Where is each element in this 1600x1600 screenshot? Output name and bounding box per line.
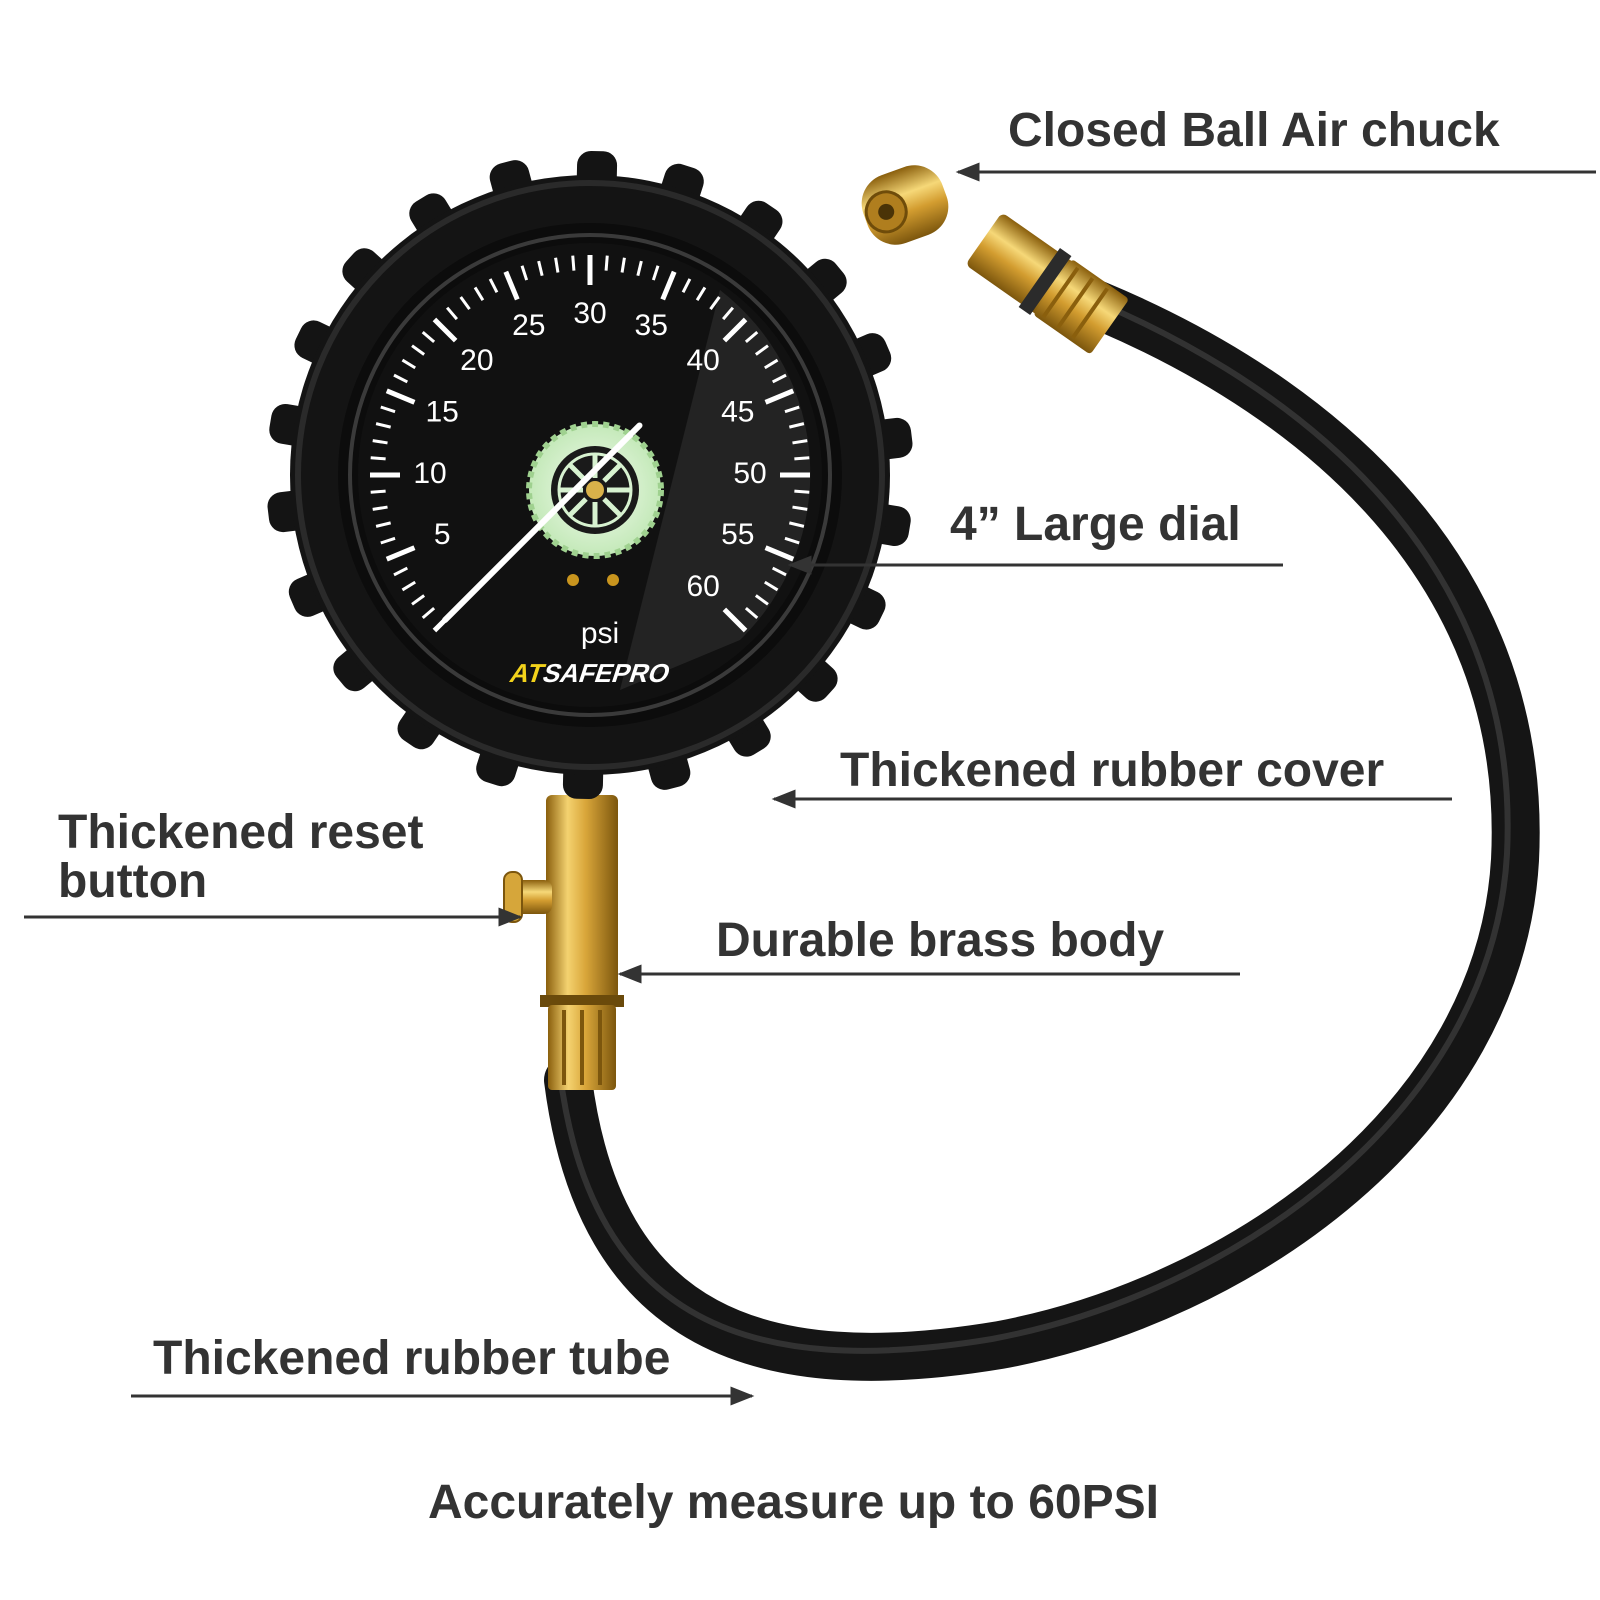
minor-tick: [411, 344, 426, 356]
minor-tick: [771, 373, 787, 384]
minor-tick: [788, 521, 805, 528]
minor-tick: [375, 422, 392, 429]
svg-text:Thickened reset: Thickened reset: [58, 806, 424, 859]
air-chuck: [861, 165, 1128, 354]
minor-tick: [792, 439, 808, 445]
minor-tick: [372, 439, 388, 445]
svg-text:Thickened rubber cover: Thickened rubber cover: [840, 744, 1384, 797]
minor-tick: [488, 278, 499, 294]
dial-number: 15: [425, 396, 458, 429]
brass-body: [503, 795, 624, 1090]
svg-text:Durable brass body: Durable brass body: [716, 914, 1164, 967]
minor-tick: [411, 594, 426, 606]
major-tick: [503, 270, 520, 301]
minor-tick: [788, 422, 805, 429]
dial-number: 20: [460, 344, 493, 377]
dial-number: 10: [413, 457, 446, 490]
dial-unit: psi: [581, 617, 619, 650]
minor-tick: [421, 606, 436, 620]
minor-tick: [393, 566, 409, 577]
dial-number: 30: [573, 297, 606, 330]
minor-tick: [695, 286, 707, 301]
minor-tick: [537, 260, 544, 277]
minor-tick: [372, 505, 388, 511]
minor-tick: [651, 265, 660, 281]
minor-tick: [375, 521, 392, 528]
dial-number: 45: [721, 396, 754, 429]
minor-tick: [794, 456, 810, 461]
minor-tick: [754, 594, 769, 606]
minor-tick: [393, 373, 409, 384]
major-tick: [722, 607, 748, 633]
footer-caption: Accurately measure up to 60PSI: [428, 1476, 1159, 1529]
minor-tick: [380, 536, 396, 545]
callout-rubber-tube: Thickened rubber tube: [131, 1332, 755, 1406]
callout-brass-body: Durable brass body: [617, 914, 1240, 984]
svg-text:button: button: [58, 855, 207, 908]
minor-tick: [771, 566, 787, 577]
dial-number: 5: [434, 518, 451, 551]
svg-text:4” Large dial: 4” Large dial: [950, 498, 1241, 551]
minor-tick: [721, 306, 735, 321]
dial-number: 55: [721, 518, 754, 551]
callout-rubber-cover: Thickened rubber cover: [771, 744, 1452, 809]
dial-number: 25: [512, 309, 545, 342]
minor-tick: [401, 580, 416, 592]
major-tick: [385, 545, 416, 562]
dial-number: 40: [686, 344, 719, 377]
minor-tick: [620, 257, 626, 273]
major-tick: [764, 388, 795, 405]
minor-tick: [370, 456, 386, 461]
minor-tick: [445, 306, 459, 321]
minor-tick: [380, 405, 396, 414]
dial-screw: [607, 574, 619, 586]
minor-tick: [401, 358, 416, 370]
minor-tick: [754, 344, 769, 356]
dial-number: 50: [733, 457, 766, 490]
dial-screw: [567, 574, 579, 586]
svg-text:SAFEPRO: SAFEPRO: [539, 659, 674, 688]
minor-tick: [370, 489, 386, 494]
callout-reset-button: Thickened reset button: [24, 806, 523, 927]
minor-tick: [473, 286, 485, 301]
minor-tick: [794, 489, 810, 494]
minor-tick: [784, 405, 800, 414]
svg-text:Closed Ball Air chuck: Closed Ball Air chuck: [1008, 104, 1500, 157]
callout-chuck: Closed Ball Air chuck: [955, 104, 1596, 182]
major-tick: [722, 317, 748, 343]
rubber-hose: [544, 266, 1540, 1381]
callout-dial: 4” Large dial: [787, 498, 1283, 575]
minor-tick: [459, 296, 471, 311]
major-tick: [432, 317, 458, 343]
minor-tick: [709, 296, 721, 311]
gauge-needle: [442, 422, 643, 623]
minor-tick: [421, 330, 436, 344]
minor-tick: [784, 536, 800, 545]
dial-number: 35: [635, 309, 668, 342]
minor-tick: [744, 330, 759, 344]
major-tick: [385, 388, 416, 405]
minor-tick: [604, 255, 609, 271]
svg-text:Thickened rubber tube: Thickened rubber tube: [153, 1332, 670, 1385]
dial-number: 60: [686, 570, 719, 603]
minor-tick: [636, 260, 643, 277]
minor-tick: [520, 265, 529, 281]
minor-tick: [681, 278, 692, 294]
minor-tick: [764, 580, 779, 592]
minor-tick: [571, 255, 576, 271]
minor-tick: [744, 606, 759, 620]
wheel-rim-icon: [526, 421, 664, 559]
minor-tick: [554, 257, 560, 273]
minor-tick: [764, 358, 779, 370]
brand-logo: AT SAFEPRO: [506, 659, 674, 688]
reset-button[interactable]: [503, 871, 552, 923]
minor-tick: [792, 505, 808, 511]
major-tick: [660, 270, 677, 301]
